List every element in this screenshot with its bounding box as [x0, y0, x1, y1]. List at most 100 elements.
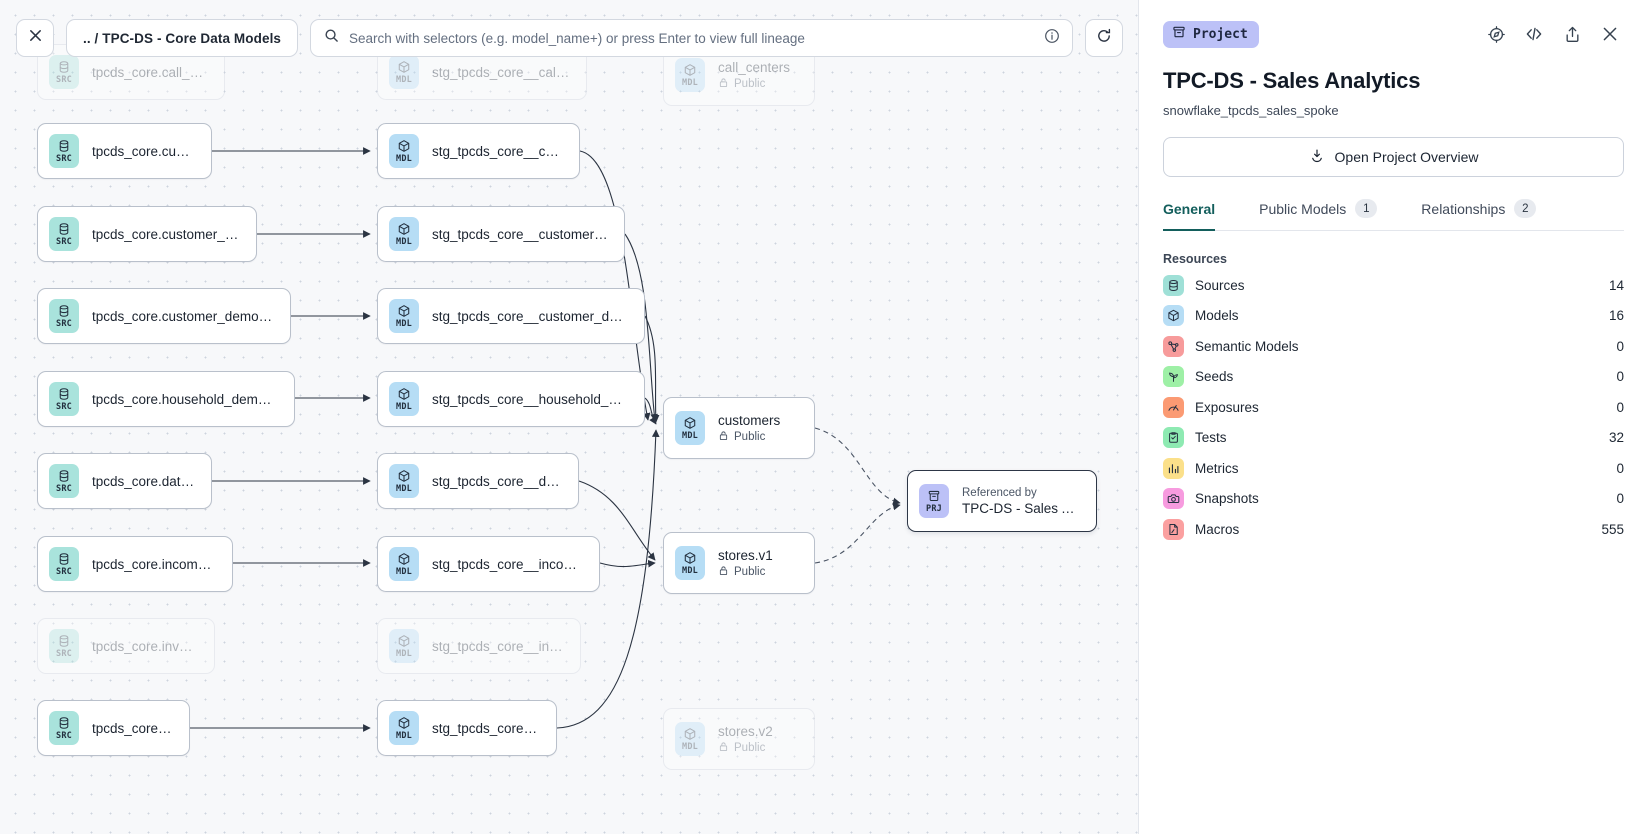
lineage-node-mdl-inventory[interactable]: MDL stg_tpcds_core__inventory [377, 618, 581, 674]
resource-row-tests[interactable]: Tests 32 [1163, 423, 1624, 454]
resources-heading: Resources [1163, 252, 1227, 266]
resource-count: 32 [1608, 430, 1624, 446]
node-label: tpcds_core.customer_address [92, 226, 240, 242]
cube-icon [1163, 305, 1184, 327]
resource-name: Exposures [1195, 399, 1259, 415]
lock-icon [718, 430, 729, 444]
panel-header: Project [1163, 0, 1624, 56]
node-label: tpcds_core.customer [92, 143, 195, 159]
clipboard-check-icon [1163, 427, 1184, 449]
resource-count: 555 [1601, 521, 1624, 537]
src-badge-icon: SRC [49, 547, 79, 581]
database-icon [1163, 274, 1184, 296]
resource-count: 0 [1616, 338, 1624, 354]
tab-count-badge: 2 [1514, 199, 1537, 218]
archive-box-icon [1172, 25, 1186, 43]
code-brackets-icon[interactable] [1520, 20, 1548, 48]
breadcrumb[interactable]: .. / TPC-DS - Core Data Models [66, 19, 299, 57]
tab-label: Relationships [1421, 200, 1506, 217]
tab-relationships[interactable]: Relationships 2 [1421, 199, 1537, 231]
panel-subtitle: snowflake_tpcds_sales_spoke [1163, 103, 1339, 118]
node-visibility-badge: Public [718, 77, 790, 91]
resource-count: 0 [1616, 369, 1624, 385]
refresh-button[interactable] [1085, 19, 1123, 57]
lineage-canvas[interactable]: .. / TPC-DS - Core Data Models SRCtpcds_… [0, 0, 1139, 834]
node-label: tpcds_core.store [92, 720, 173, 736]
resource-name: Semantic Models [1195, 338, 1299, 354]
file-code-icon [1163, 518, 1184, 540]
compass-icon[interactable] [1482, 20, 1510, 48]
node-visibility-badge: Public [718, 565, 773, 579]
close-lineage-button[interactable] [16, 19, 54, 57]
lock-icon [718, 565, 729, 579]
lineage-node-src-customer[interactable]: SRC tpcds_core.customer [37, 123, 212, 179]
node-label: tpcds_core.household_demographics [92, 391, 278, 407]
lineage-node-src-cust-demo[interactable]: SRC tpcds_core.customer_demographics [37, 288, 291, 344]
search-input[interactable] [349, 30, 1034, 46]
tab-label: Public Models [1259, 200, 1347, 217]
share-icon[interactable] [1558, 20, 1586, 48]
node-label: stores.v1 [718, 547, 773, 563]
node-label: stg_tpcds_core__inventory [432, 638, 564, 654]
mdl-badge-icon: MDL [389, 464, 419, 498]
src-badge-icon: SRC [49, 134, 79, 168]
open-project-overview-button[interactable]: Open Project Overview [1163, 137, 1624, 177]
src-badge-icon: SRC [49, 382, 79, 416]
node-label: TPC-DS - Sales Analytics [962, 500, 1080, 516]
node-visibility-badge: Public [718, 741, 773, 755]
tab-label: General [1163, 200, 1216, 217]
resource-row-semantic-models[interactable]: Semantic Models 0 [1163, 331, 1624, 362]
close-panel-button[interactable] [1596, 20, 1624, 48]
resource-type-chip[interactable]: Project [1163, 20, 1259, 48]
prj-badge-icon: PRJ [919, 484, 949, 518]
node-label: stg_tpcds_core__income_band [432, 556, 583, 572]
src-badge-icon: SRC [49, 629, 79, 663]
lineage-node-mdl-cust-demo[interactable]: MDLstg_tpcds_core__customer_demogra… [377, 288, 645, 344]
mdl-badge-icon: MDL [389, 55, 419, 89]
search-icon [324, 28, 339, 48]
search-box[interactable] [310, 19, 1073, 57]
info-circle-icon[interactable] [1044, 28, 1060, 49]
tab-general[interactable]: General [1163, 199, 1216, 231]
src-badge-icon: SRC [49, 711, 79, 745]
lineage-node-src-hh-demo[interactable]: SRC tpcds_core.household_demographics [37, 371, 295, 427]
resource-name: Tests [1195, 430, 1227, 446]
resource-name: Models [1195, 308, 1239, 324]
mdl-badge-icon: MDL [389, 629, 419, 663]
page-title: TPC-DS - Sales Analytics [1163, 68, 1421, 93]
mdl-badge-icon: MDL [675, 722, 705, 756]
graph-icon [1163, 335, 1184, 357]
src-badge-icon: SRC [49, 299, 79, 333]
download-circle-icon [1309, 148, 1325, 167]
lineage-node-mdl-hh-demo[interactable]: MDLstg_tpcds_core__household_demogr… [377, 371, 645, 427]
close-icon [28, 28, 43, 48]
node-visibility-badge: Public [718, 430, 780, 444]
lock-icon [718, 77, 729, 91]
lineage-node-src-store[interactable]: SRC tpcds_core.store [37, 700, 190, 756]
node-label: tpcds_core.customer_demographics [92, 308, 274, 324]
resource-name: Snapshots [1195, 491, 1259, 507]
